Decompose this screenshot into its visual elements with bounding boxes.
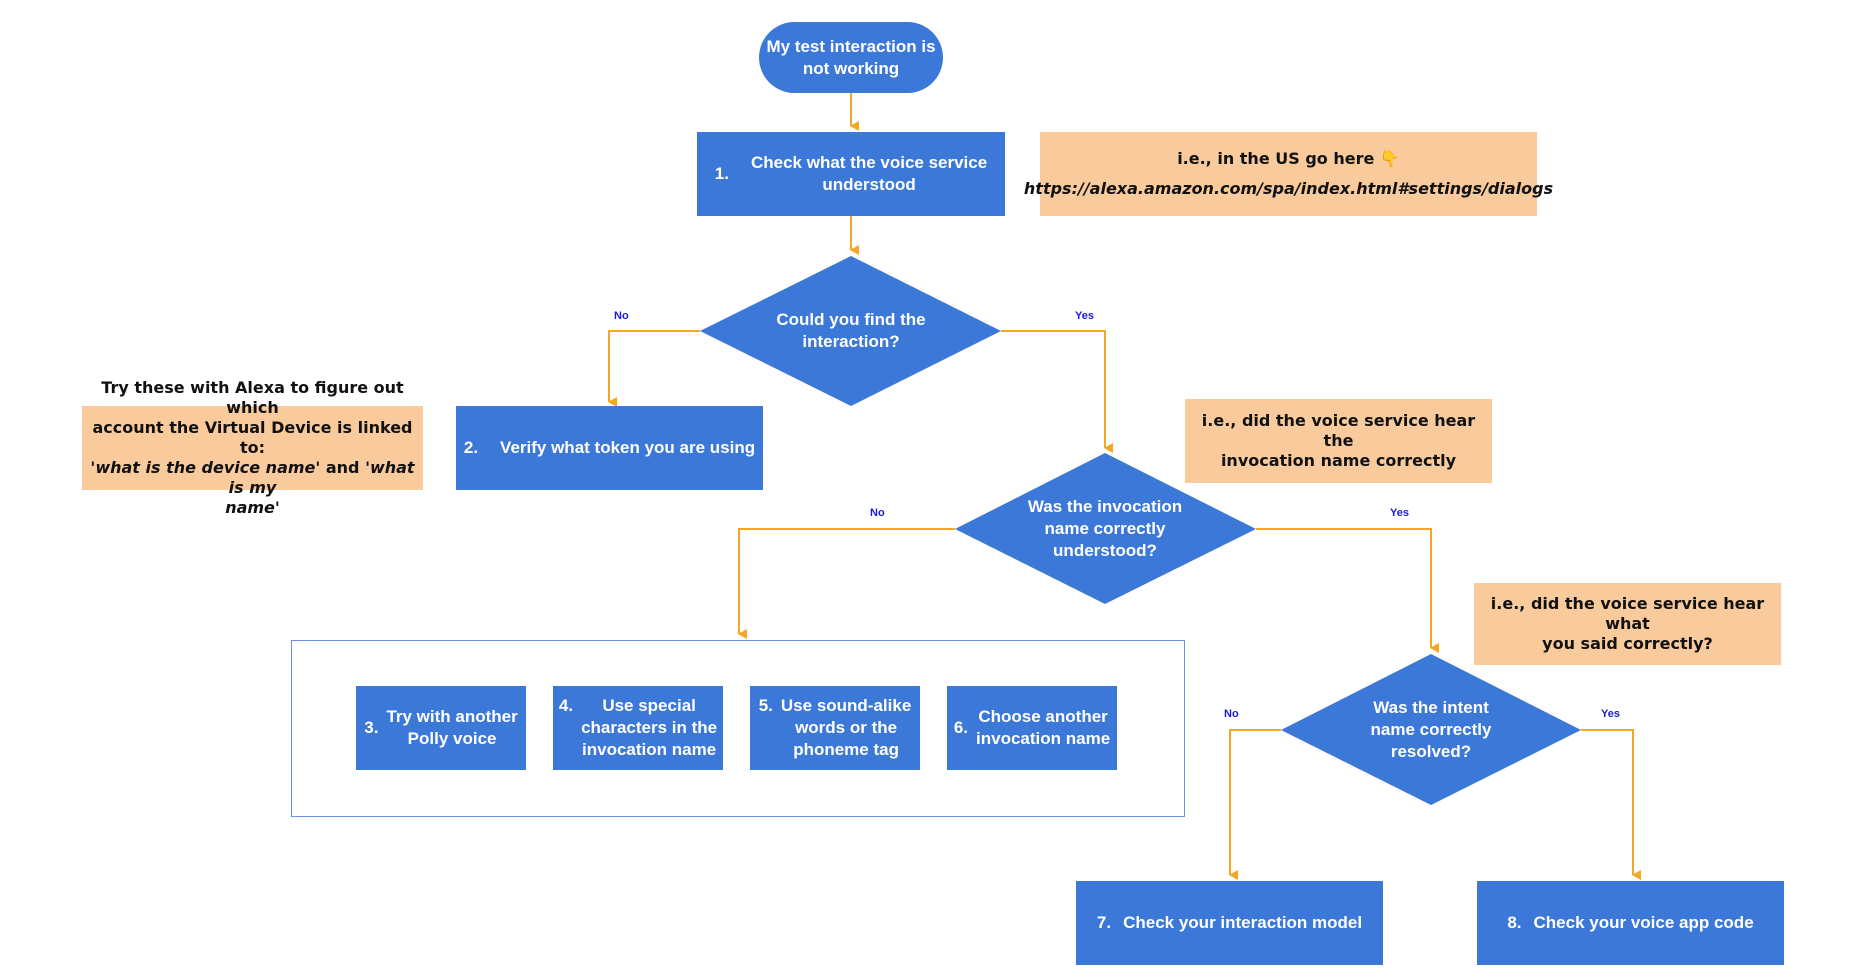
decision-1-yes-label: Yes bbox=[1075, 310, 1094, 322]
start-node-line1: My test interaction is bbox=[766, 36, 936, 56]
step-6-line2: invocation name bbox=[976, 729, 1111, 748]
step-7-text: Check your interaction model bbox=[1123, 913, 1363, 932]
step-2-number: 2. bbox=[463, 438, 479, 457]
step-4-number: 4. bbox=[558, 696, 574, 715]
decision-2-line3: understood? bbox=[1053, 541, 1157, 560]
decision-3-shape bbox=[1281, 654, 1581, 805]
decision-1-shape bbox=[700, 256, 1001, 406]
step-5-line1: Use sound-alike bbox=[780, 696, 912, 715]
step-1-line2: understood bbox=[822, 175, 916, 194]
start-node: My test interaction is not working bbox=[759, 22, 943, 93]
note-invocation: i.e., did the voice service hear the inv… bbox=[1185, 399, 1492, 483]
step-2-text: Verify what token you are using bbox=[500, 438, 756, 457]
start-node-line2: not working bbox=[802, 58, 900, 78]
decision-1-line1: Could you find the bbox=[776, 310, 926, 329]
step-3-line2: Polly voice bbox=[407, 729, 497, 748]
step-3-number: 3. bbox=[364, 718, 379, 737]
decision-3-line2: name correctly bbox=[1370, 720, 1492, 739]
note-account-q1: 'what is the device name' bbox=[90, 458, 321, 477]
step-4-line2: characters in the bbox=[581, 718, 718, 737]
decision-2-no-label: No bbox=[870, 507, 885, 519]
edge-decision1-no bbox=[608, 330, 700, 407]
step-5-box: 5. Use sound-alike words or the phoneme … bbox=[750, 686, 920, 770]
edge-decision1-yes bbox=[1001, 330, 1113, 453]
step-1-line1: Check what the voice service bbox=[750, 153, 988, 172]
step-8-box: 8. Check your voice app code bbox=[1477, 881, 1784, 965]
decision-3-yes-label: Yes bbox=[1601, 708, 1620, 720]
decision-1-no-label: No bbox=[614, 310, 629, 322]
note-intent-line1: i.e., did the voice service hear what bbox=[1490, 594, 1765, 633]
note-us-link: https://alexa.amazon.com/spa/index.html#… bbox=[1023, 179, 1554, 198]
step-8-text: Check your voice app code bbox=[1533, 913, 1754, 932]
step-5-line2: words or the bbox=[795, 718, 898, 737]
decision-3-line1: Was the intent bbox=[1373, 698, 1489, 717]
edge-decision3-no bbox=[1229, 729, 1281, 880]
step-1-number: 1. bbox=[714, 164, 729, 183]
step-7-number: 7. bbox=[1096, 913, 1112, 932]
step-1-box: 1. Check what the voice service understo… bbox=[697, 132, 1005, 216]
edge-decision2-yes bbox=[1256, 528, 1439, 653]
note-intent-line2: you said correctly? bbox=[1542, 634, 1713, 653]
edge-decision3-yes bbox=[1581, 729, 1641, 880]
note-intent: i.e., did the voice service hear what yo… bbox=[1474, 583, 1781, 665]
decision-3-line3: resolved? bbox=[1390, 742, 1472, 761]
step-4-line1: Use special bbox=[602, 696, 696, 715]
decision-2-yes-label: Yes bbox=[1390, 507, 1409, 519]
step-3-line1: Try with another bbox=[386, 707, 518, 726]
note-account-line1: Try these with Alexa to figure out which bbox=[101, 378, 404, 417]
step-5-line3: phoneme tag bbox=[793, 740, 899, 759]
decision-2-line1: Was the invocation bbox=[1027, 497, 1183, 516]
invocation-options-group bbox=[291, 640, 1185, 817]
step-6-number: 6. bbox=[953, 718, 969, 737]
note-account-line2: account the Virtual Device is linked to: bbox=[92, 418, 413, 457]
decision-1-text: Could you find the interaction? bbox=[760, 308, 942, 354]
note-invocation-line2: invocation name correctly bbox=[1220, 451, 1457, 470]
decision-2-shape bbox=[955, 453, 1256, 604]
step-2-box: 2. Verify what token you are using bbox=[456, 406, 763, 490]
step-4-box: 4. Use special characters in the invocat… bbox=[553, 686, 723, 770]
decision-2-text: Was the invocation name correctly unders… bbox=[1014, 494, 1196, 564]
decision-2-line2: name correctly bbox=[1044, 519, 1166, 538]
step-3-box: 3. Try with another Polly voice bbox=[356, 686, 526, 770]
decision-1-line2: interaction? bbox=[802, 332, 900, 351]
step-4-line3: invocation name bbox=[582, 740, 717, 759]
step-6-line1: Choose another bbox=[978, 707, 1108, 726]
step-5-number: 5. bbox=[758, 696, 773, 715]
note-us-dialogs: i.e., in the US go here 👇 https://alexa.… bbox=[1024, 132, 1553, 216]
step-6-box: 6. Choose another invocation name bbox=[947, 686, 1117, 770]
decision-3-text: Was the intent name correctly resolved? bbox=[1340, 695, 1522, 765]
step-7-box: 7. Check your interaction model bbox=[1076, 881, 1383, 965]
note-invocation-line1: i.e., did the voice service hear the bbox=[1201, 411, 1476, 450]
note-account-q2: 'what is my bbox=[228, 458, 415, 497]
note-account-q3: name' bbox=[225, 498, 280, 517]
decision-3-no-label: No bbox=[1224, 708, 1239, 720]
note-account: Try these with Alexa to figure out which… bbox=[82, 378, 423, 517]
step-8-number: 8. bbox=[1507, 913, 1522, 932]
note-us-line1: i.e., in the US go here 👇 bbox=[1177, 149, 1400, 168]
edge-decision2-no bbox=[738, 528, 955, 639]
note-account-and: and bbox=[320, 458, 366, 477]
